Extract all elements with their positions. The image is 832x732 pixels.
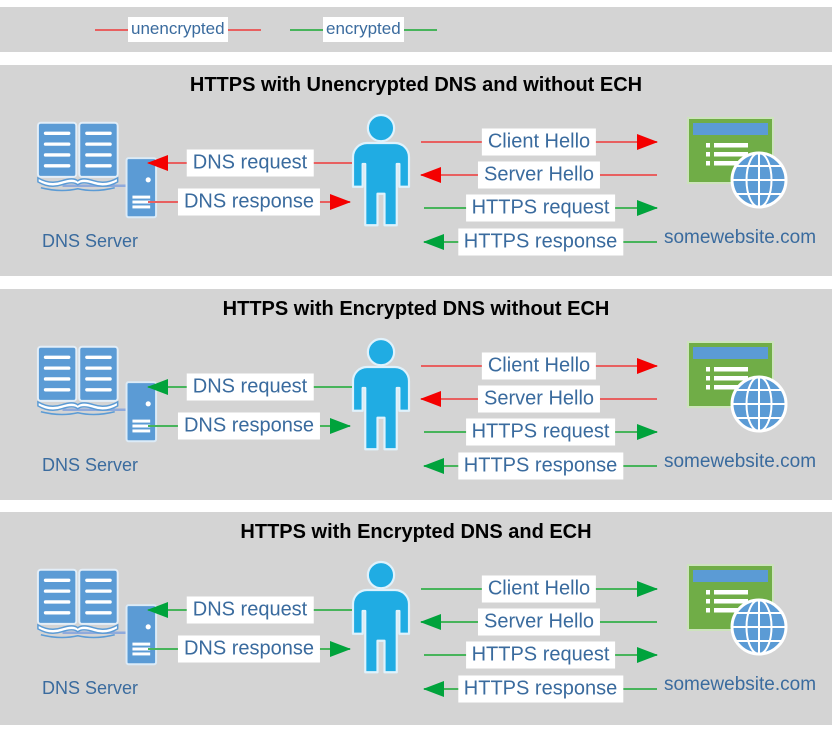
arrow-label-https-request: HTTPS request	[465, 641, 616, 669]
arrow-https-response: HTTPS response	[423, 675, 657, 703]
arrow-dns-response: DNS response	[148, 412, 351, 440]
dns-server-icon	[33, 120, 161, 222]
arrow-label-server-hello: Server Hello	[477, 161, 601, 189]
arrow-dns-response: DNS response	[148, 635, 351, 663]
arrowhead-right-icon	[330, 194, 351, 210]
arrowhead-left-icon	[420, 614, 441, 630]
arrow-label-https-request: HTTPS request	[465, 418, 616, 446]
user-person-icon	[346, 113, 416, 229]
arrow-label-dns-response: DNS response	[177, 412, 321, 440]
arrow-label-dns-request: DNS request	[186, 373, 314, 401]
arrowhead-left-icon	[423, 681, 444, 697]
arrow-label-https-response: HTTPS response	[457, 228, 624, 256]
arrow-label-dns-response: DNS response	[177, 635, 321, 663]
legend-label-encrypted: encrypted	[323, 17, 404, 42]
arrow-label-https-request: HTTPS request	[465, 194, 616, 222]
dns-server-label: DNS Server	[42, 231, 139, 251]
arrow-dns-request: DNS request	[147, 149, 352, 177]
arrow-https-request: HTTPS request	[424, 194, 658, 222]
arrow-server-hello: Server Hello	[420, 161, 657, 189]
arrow-dns-request: DNS request	[147, 373, 352, 401]
arrow-dns-response: DNS response	[148, 188, 351, 216]
legend-line-left	[290, 28, 323, 31]
legend-label-unencrypted: unencrypted	[128, 17, 228, 42]
arrow-https-request: HTTPS request	[424, 641, 658, 669]
arrow-label-dns-request: DNS request	[186, 149, 314, 177]
arrowhead-left-icon	[423, 234, 444, 250]
arrowhead-left-icon	[420, 167, 441, 183]
arrow-label-client-hello: Client Hello	[481, 352, 597, 380]
arrow-client-hello: Client Hello	[421, 352, 658, 380]
arrow-label-client-hello: Client Hello	[481, 575, 597, 603]
arrowhead-right-icon	[637, 358, 658, 374]
arrow-https-request: HTTPS request	[424, 418, 658, 446]
arrow-label-server-hello: Server Hello	[477, 608, 601, 636]
arrowhead-right-icon	[637, 581, 658, 597]
dns-server-icon	[33, 567, 161, 669]
arrowhead-left-icon	[420, 391, 441, 407]
arrowhead-right-icon	[637, 424, 658, 440]
arrowhead-left-icon	[423, 458, 444, 474]
dns-server-label: DNS Server	[42, 455, 139, 475]
arrow-label-dns-request: DNS request	[186, 596, 314, 624]
arrowhead-left-icon	[147, 379, 168, 395]
legend-line-left	[95, 28, 128, 31]
legend-line-right	[403, 28, 437, 31]
arrowhead-right-icon	[330, 418, 351, 434]
panel-title: HTTPS with Encrypted DNS and ECH	[240, 521, 592, 543]
arrow-label-https-response: HTTPS response	[457, 452, 624, 480]
website-icon	[686, 116, 790, 213]
panel-title: HTTPS with Unencrypted DNS and without E…	[189, 74, 643, 96]
arrowhead-right-icon	[637, 647, 658, 663]
arrow-server-hello: Server Hello	[420, 608, 657, 636]
legend: unencrypted encrypted	[0, 7, 832, 52]
panel-encrypted-dns-and-ech: HTTPS with Encrypted DNS and ECH DNS Ser…	[0, 512, 832, 725]
dns-server-icon	[33, 344, 161, 446]
arrow-client-hello: Client Hello	[421, 128, 658, 156]
website-label: somewebsite.com	[663, 674, 817, 695]
panel-unencrypted-dns-no-ech: HTTPS with Unencrypted DNS and without E…	[0, 65, 832, 276]
arrowhead-right-icon	[637, 200, 658, 216]
dns-server-label: DNS Server	[42, 678, 139, 698]
arrowhead-right-icon	[330, 641, 351, 657]
arrow-https-response: HTTPS response	[423, 452, 657, 480]
arrow-server-hello: Server Hello	[420, 385, 657, 413]
arrow-dns-request: DNS request	[147, 596, 352, 624]
website-label: somewebsite.com	[663, 451, 817, 472]
arrow-label-dns-response: DNS response	[177, 188, 321, 216]
legend-line-right	[227, 28, 261, 31]
arrow-label-server-hello: Server Hello	[477, 385, 601, 413]
arrow-label-https-response: HTTPS response	[457, 675, 624, 703]
arrow-label-client-hello: Client Hello	[481, 128, 597, 156]
legend-item-encrypted: encrypted	[290, 7, 437, 52]
legend-item-unencrypted: unencrypted	[95, 7, 261, 52]
website-icon	[686, 563, 790, 660]
website-icon	[686, 340, 790, 437]
panel-encrypted-dns-no-ech: HTTPS with Encrypted DNS without ECH DNS…	[0, 289, 832, 500]
arrowhead-right-icon	[637, 134, 658, 150]
arrowhead-left-icon	[147, 602, 168, 618]
user-person-icon	[346, 337, 416, 453]
arrow-https-response: HTTPS response	[423, 228, 657, 256]
arrow-client-hello: Client Hello	[421, 575, 658, 603]
arrowhead-left-icon	[147, 155, 168, 171]
panel-title: HTTPS with Encrypted DNS without ECH	[222, 298, 610, 320]
website-label: somewebsite.com	[663, 227, 817, 248]
user-person-icon	[346, 560, 416, 676]
